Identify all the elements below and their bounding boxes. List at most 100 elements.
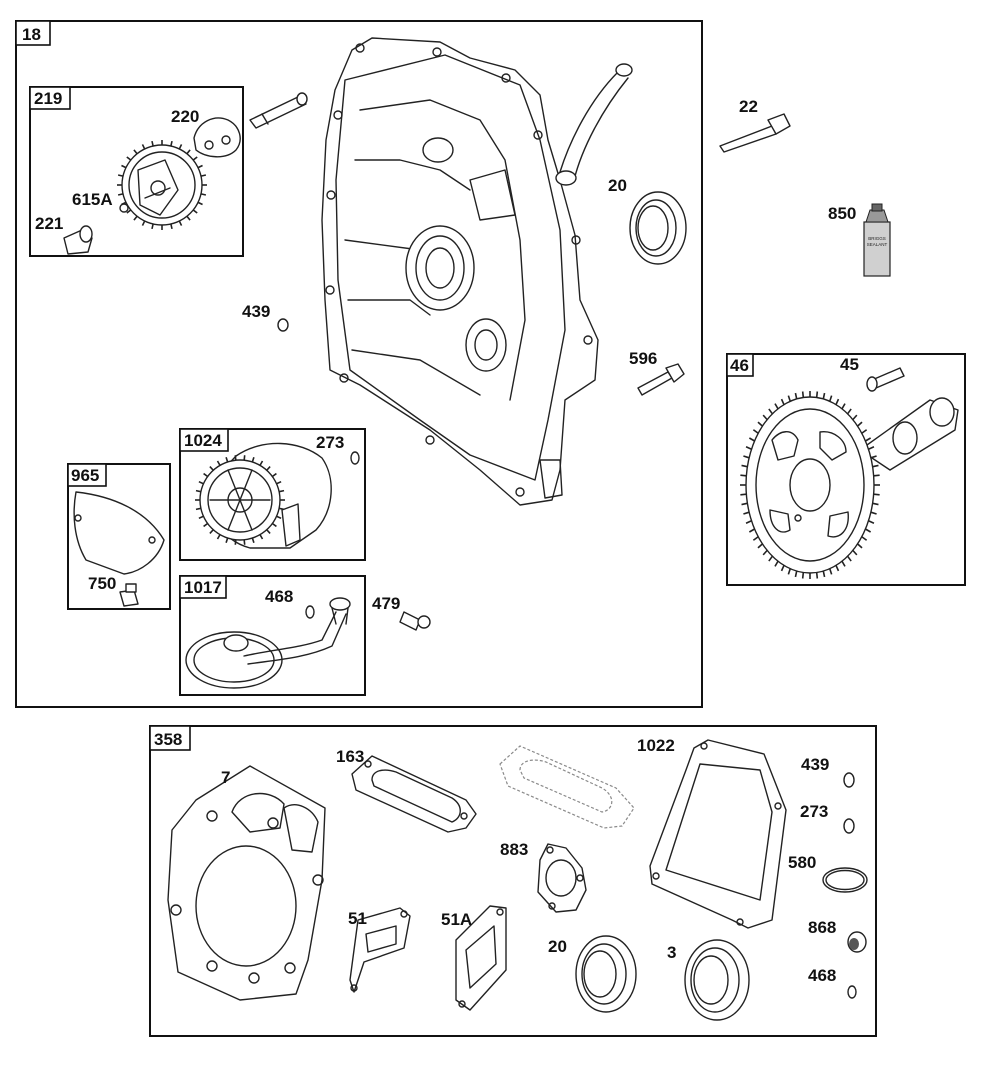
gear-tooth [762, 414, 768, 421]
gasket-883[interactable] [537, 843, 587, 913]
gear-tooth [873, 493, 880, 496]
group-358-label: 358 [154, 730, 182, 749]
gear-tooth [780, 565, 785, 572]
group-358-tag [149, 725, 191, 751]
label-468: 468 [265, 587, 293, 606]
oring-273-set[interactable] [843, 818, 855, 834]
governor-crank[interactable] [193, 117, 241, 158]
governor-washer-615a[interactable] [119, 203, 129, 213]
group-1024-tag [179, 428, 229, 452]
label-439: 439 [242, 302, 270, 321]
gear-tooth [216, 534, 221, 540]
oring-439-set[interactable] [843, 772, 855, 788]
gear-tooth [865, 437, 872, 442]
pin[interactable] [249, 92, 308, 129]
label-468-set: 468 [808, 966, 836, 985]
gear-tooth [787, 568, 791, 575]
gear-tooth [266, 466, 271, 471]
oring-439[interactable] [277, 318, 289, 332]
gear-tooth [861, 429, 868, 434]
gear-tooth [126, 156, 132, 161]
gear-tooth [209, 529, 214, 534]
crankcase-cover[interactable] [321, 37, 633, 506]
head-gasket-7[interactable] [167, 765, 326, 1001]
group-46-frame [726, 353, 966, 586]
oring-273[interactable] [350, 451, 360, 465]
gear-tooth [774, 560, 779, 567]
label-883: 883 [500, 840, 528, 859]
label-479: 479 [372, 594, 400, 613]
group-219-tag [29, 86, 71, 110]
gear-tooth [170, 140, 173, 147]
camshaft-gear[interactable] [740, 391, 959, 579]
oil-seal-20[interactable] [629, 191, 687, 265]
gear-tooth [203, 472, 209, 478]
gear-tooth [141, 220, 146, 226]
gear-tooth [815, 572, 819, 579]
gear-tooth [748, 437, 755, 442]
label-7: 7 [221, 768, 230, 787]
gear-tooth [872, 464, 879, 468]
gear-tooth [861, 536, 868, 541]
gear-tooth [873, 474, 880, 477]
gear-tooth [141, 144, 146, 150]
pin-45[interactable] [866, 367, 905, 392]
gear-tooth [740, 493, 747, 496]
gear-tooth [857, 543, 863, 549]
gasket-51[interactable] [349, 907, 411, 993]
group-46-tag [726, 353, 754, 377]
screw-479[interactable] [399, 611, 431, 631]
gear-tooth [178, 220, 183, 226]
group-358: 358 [149, 725, 877, 1037]
group-1017-frame [179, 575, 366, 696]
gear-tooth [198, 515, 204, 520]
gear-tooth [870, 511, 877, 515]
screw-750[interactable] [119, 583, 139, 607]
gear-tooth [846, 408, 852, 415]
gear-tooth [259, 460, 264, 466]
seal-868[interactable] [847, 931, 867, 953]
gear-tooth [170, 223, 173, 230]
group-46-label: 46 [730, 356, 749, 375]
gasket-1022[interactable] [649, 739, 787, 929]
gear-tooth [741, 464, 748, 468]
group-18-tag [15, 20, 51, 46]
label-273-set: 273 [800, 802, 828, 821]
oil-seal-3[interactable] [684, 939, 750, 1021]
oring-580[interactable] [822, 867, 868, 893]
group-219-frame [29, 86, 244, 257]
governor-gear[interactable] [117, 140, 207, 230]
oil-pump[interactable] [195, 442, 332, 549]
bolt-596[interactable] [637, 363, 685, 396]
gasket-gray[interactable] [499, 745, 635, 829]
gasket-51a[interactable] [455, 905, 507, 1011]
gear-tooth [841, 560, 846, 567]
oring-468[interactable] [305, 605, 315, 619]
gear-tooth [774, 403, 779, 410]
label-221: 221 [35, 214, 63, 233]
group-965-tag [67, 463, 107, 487]
gear-tooth [741, 502, 748, 506]
label-580: 580 [788, 853, 816, 872]
gear-tooth [865, 528, 872, 533]
gear-tooth [768, 408, 774, 415]
gasket-163[interactable] [351, 755, 477, 833]
group-18-frame [15, 20, 703, 708]
gear-tooth [780, 398, 785, 405]
gear-tooth [243, 539, 246, 545]
group-965-label: 965 [71, 466, 99, 485]
bolt-22[interactable] [719, 113, 791, 153]
gear-tooth [794, 392, 798, 400]
gear-tooth [822, 392, 826, 400]
oring-468-set[interactable] [847, 985, 857, 999]
oil-pickup[interactable] [185, 597, 351, 689]
gear-tooth [278, 489, 285, 493]
gear-tooth [192, 209, 198, 214]
gear-tooth [117, 174, 124, 177]
oil-seal-20-lower[interactable] [575, 935, 637, 1013]
governor-shaft-221[interactable] [63, 225, 93, 255]
cover-gasket-965[interactable] [73, 491, 165, 575]
sealant-tube-850[interactable]: BRIGGS SEALANT [863, 203, 891, 277]
gear-tooth [126, 209, 132, 214]
